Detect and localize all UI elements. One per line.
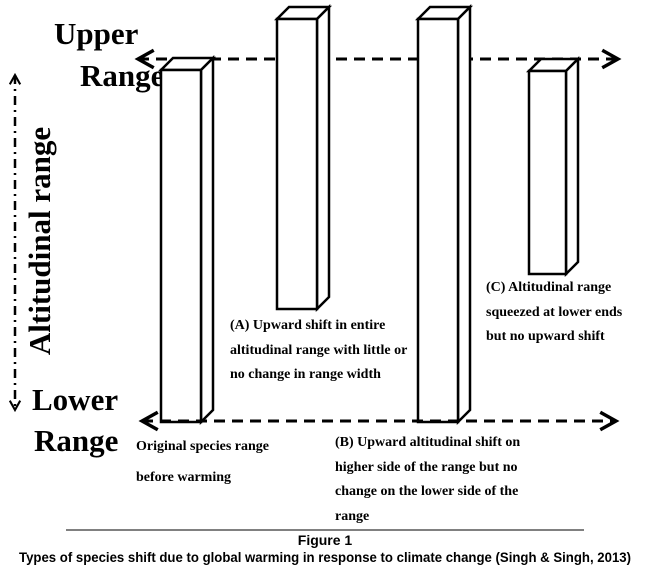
original-range-annotation: Original species range before warming — [136, 439, 269, 485]
lower-range-label-line2: Range — [34, 423, 118, 458]
svg-text:Original species range: Original species range — [136, 439, 269, 454]
figure-caption: Types of species shift due to global war… — [19, 549, 631, 565]
svg-text:range: range — [335, 509, 369, 524]
shift-a-annotation: (A) Upward shift in entire altitudinal r… — [230, 318, 407, 382]
svg-text:altitudinal range with little: altitudinal range with little or — [230, 343, 407, 358]
upper-range-label-line2: Range — [80, 58, 164, 93]
shift-c-annotation: (C) Altitudinal range squeezed at lower … — [486, 280, 623, 344]
svg-text:before warming: before warming — [136, 470, 231, 485]
upper-range-label: Upper — [54, 16, 139, 51]
shift-b-annotation: (B) Upward altitudinal shift on higher s… — [335, 435, 520, 524]
svg-text:(B) Upward altitudinal shift o: (B) Upward altitudinal shift on — [335, 435, 520, 450]
svg-text:(A) Upward shift in entire: (A) Upward shift in entire — [230, 318, 385, 333]
shift-b-bar — [414, 3, 474, 426]
shift-a-bar — [273, 3, 333, 313]
svg-text:change on the lower side of th: change on the lower side of the — [335, 484, 518, 499]
svg-text:(C) Altitudinal range: (C) Altitudinal range — [486, 280, 611, 295]
svg-text:squeezed at lower ends: squeezed at lower ends — [486, 305, 623, 320]
svg-text:no change in range width: no change in range width — [230, 367, 381, 382]
shift-c-bar — [525, 55, 582, 278]
lower-range-label: Lower — [32, 382, 118, 417]
svg-text:higher side of the range but n: higher side of the range but no — [335, 460, 518, 475]
original-range-bar — [157, 54, 217, 426]
svg-text:but no upward shift: but no upward shift — [486, 329, 605, 344]
figure-number: Figure 1 — [298, 532, 353, 548]
axis-label: Altitudinal range — [22, 127, 57, 355]
